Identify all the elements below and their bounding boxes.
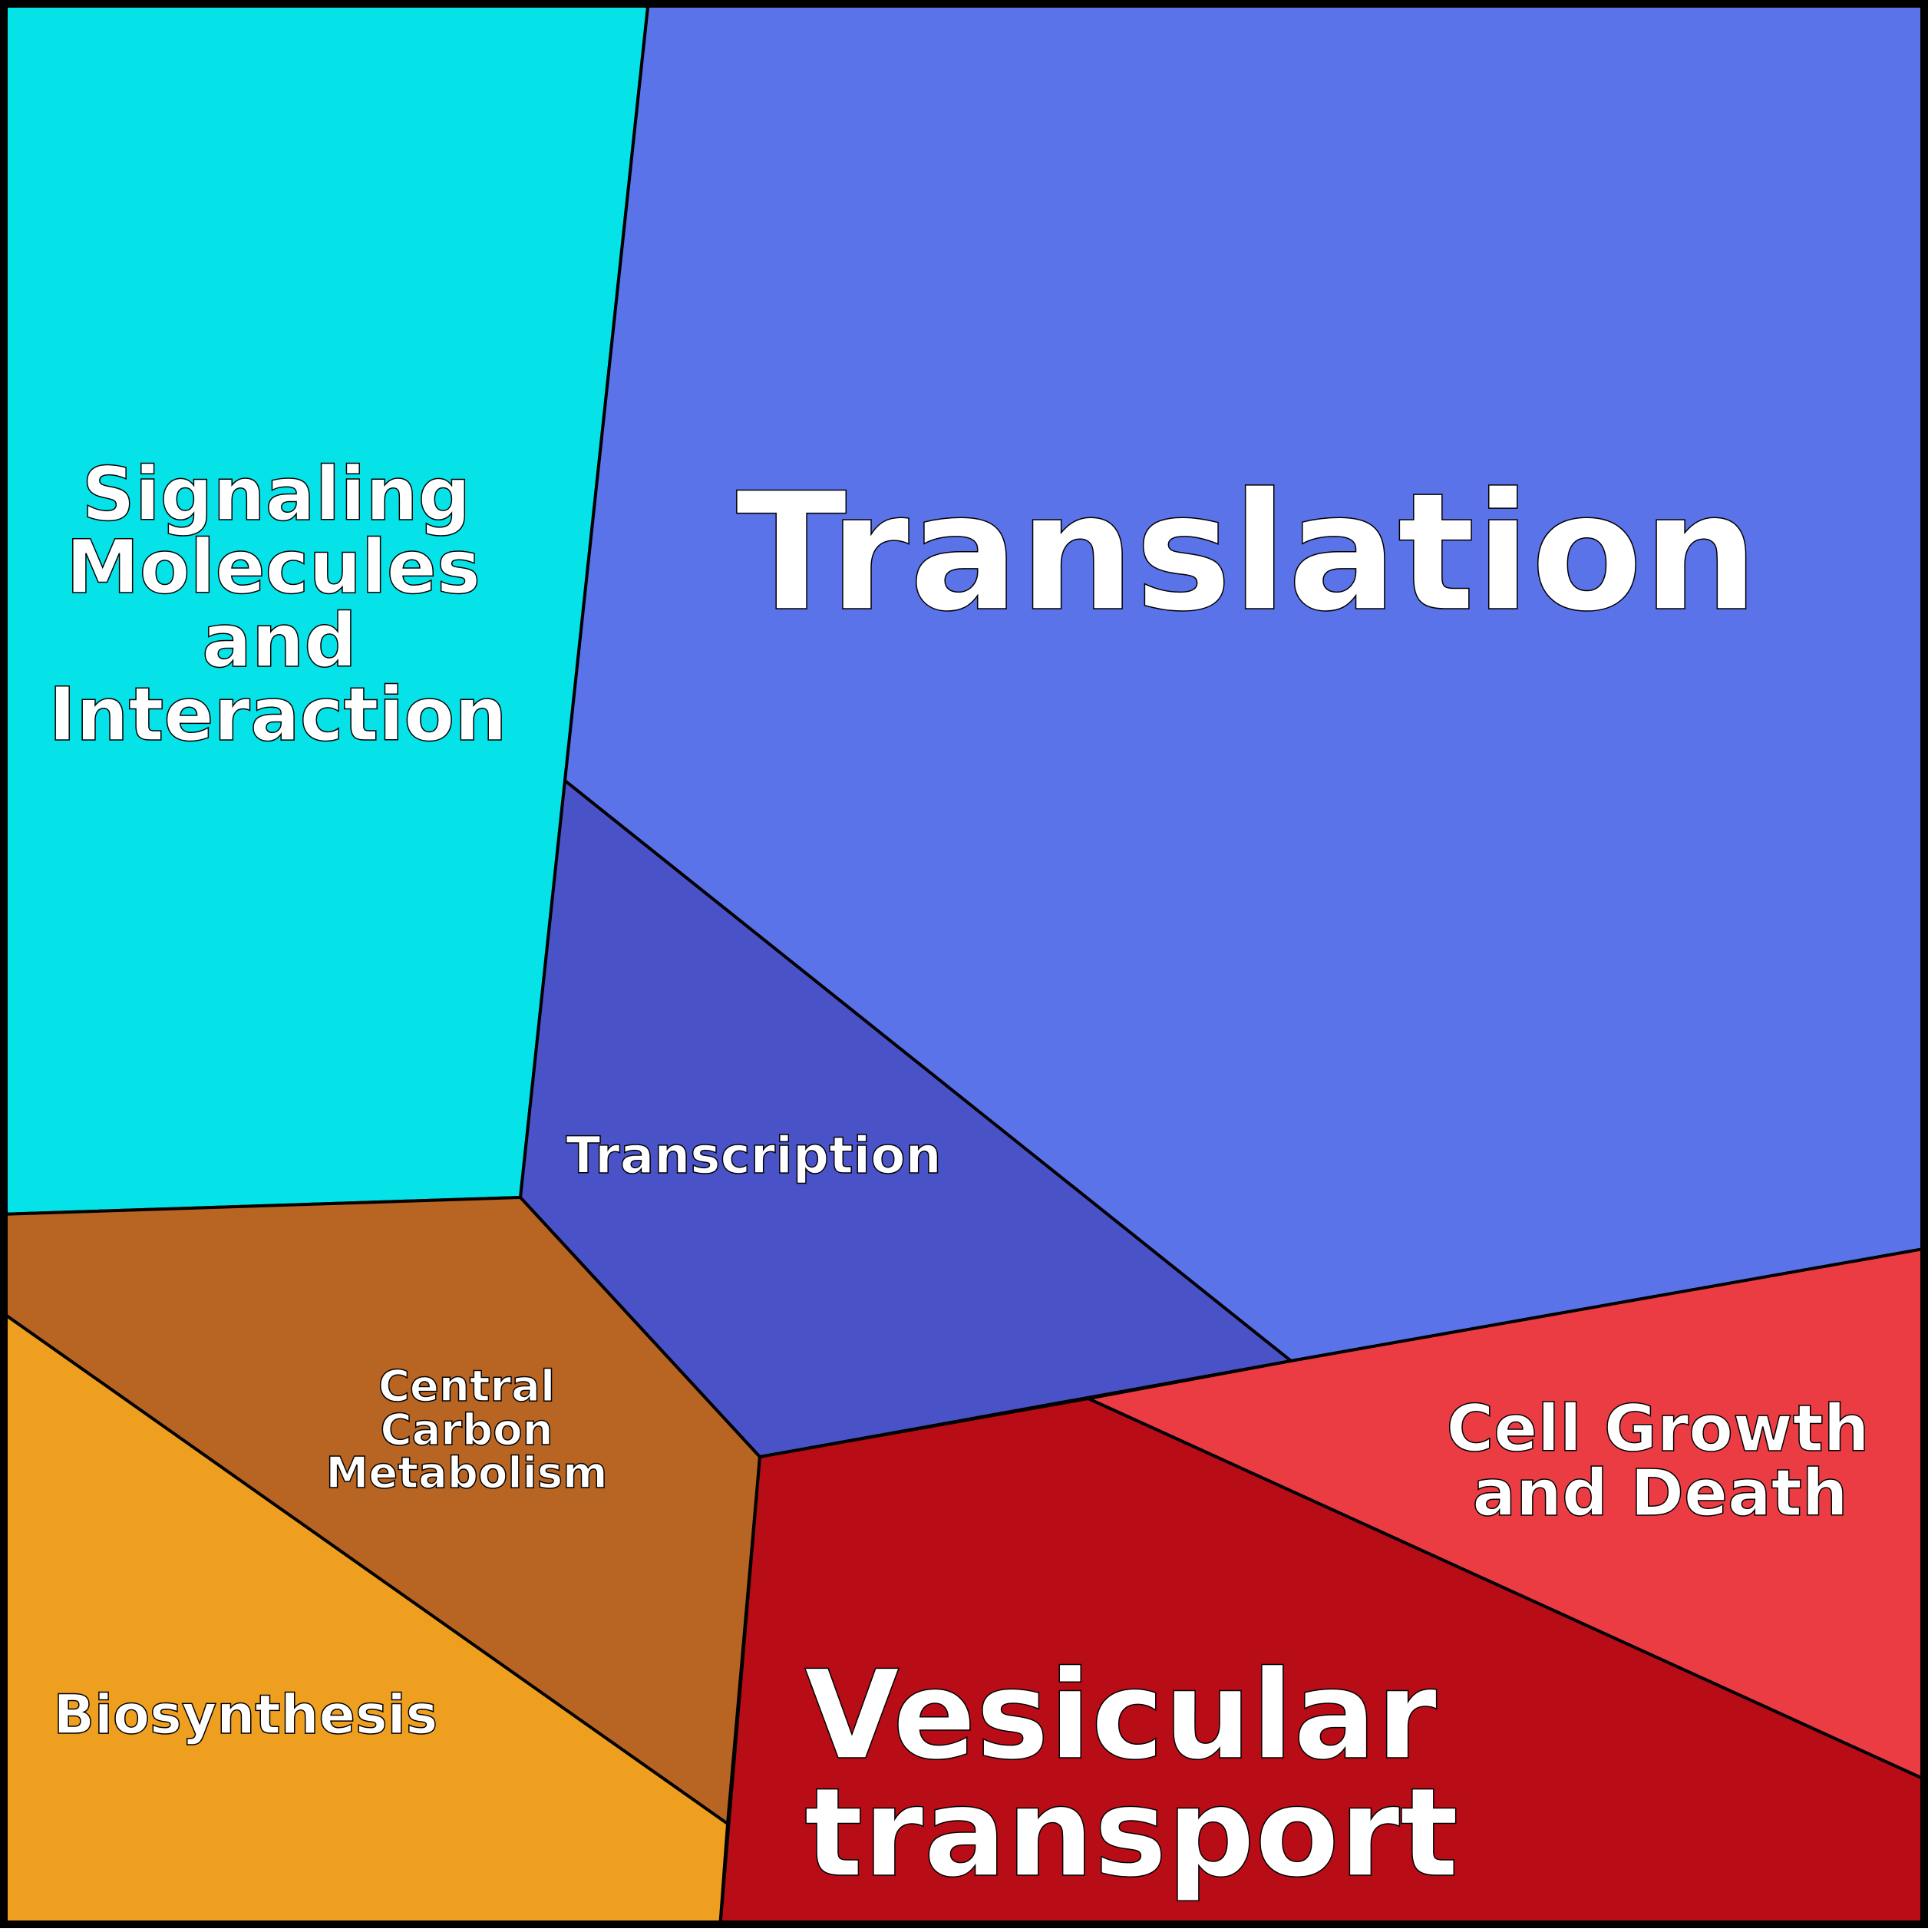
label-line: Central	[378, 1362, 555, 1412]
label-line: Molecules	[66, 524, 480, 610]
label-signaling: Signaling Molecules and Interaction	[48, 451, 508, 758]
label-line: Signaling	[82, 451, 471, 537]
label-central-carbon: Central Carbon Metabolism	[325, 1361, 608, 1499]
label-vesicular: Vesicular transport	[804, 1643, 1459, 1905]
label-line: Vesicular	[804, 1643, 1437, 1787]
label-line: and	[202, 598, 357, 684]
label-transcription: Transcription	[566, 1126, 941, 1185]
cell-cell-growth	[1083, 1246, 1928, 1783]
label-line: Metabolism	[326, 1448, 608, 1498]
label-line: Interaction	[48, 672, 507, 758]
label-cell-growth: Cell Growth and Death	[1446, 1390, 1870, 1531]
label-line: Carbon	[381, 1405, 553, 1455]
cell-vesicular	[718, 1396, 1928, 1930]
label-line: and Death	[1472, 1455, 1847, 1531]
label-line: transport	[804, 1761, 1458, 1904]
label-translation: Translation	[736, 457, 1758, 647]
label-line: Cell Growth	[1446, 1391, 1869, 1466]
label-biosynthesis: Biosynthesis	[54, 1683, 438, 1746]
